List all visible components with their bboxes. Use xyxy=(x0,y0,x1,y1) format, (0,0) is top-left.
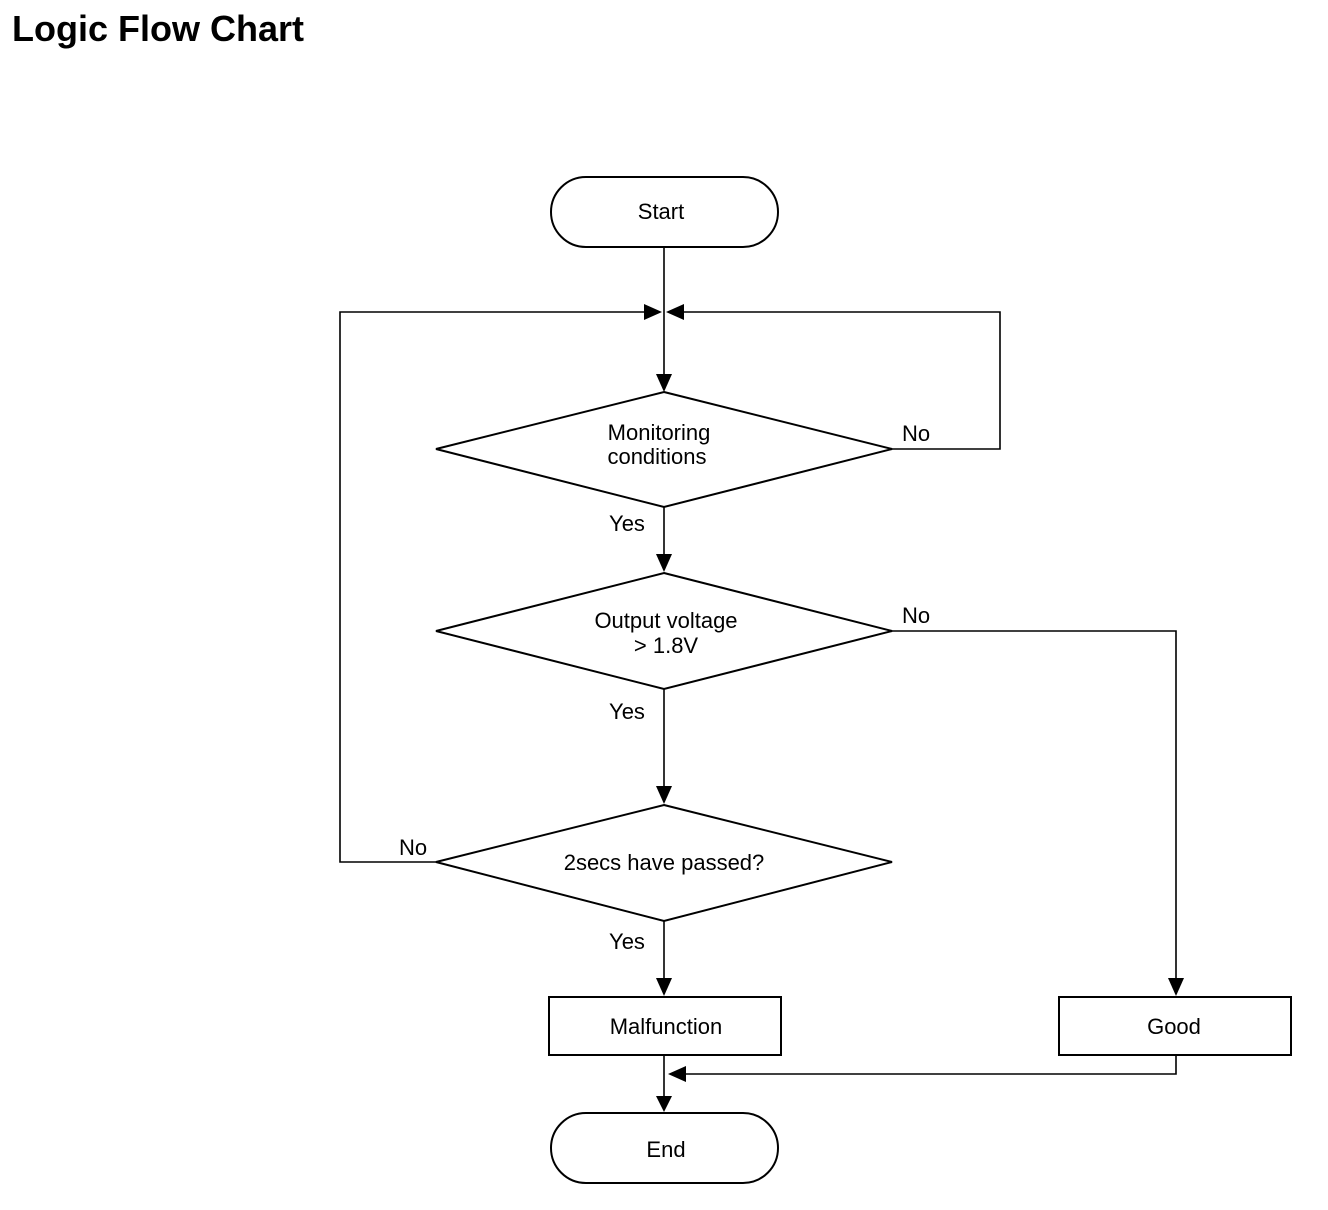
arrowhead-into-end xyxy=(656,1096,672,1112)
arrowhead-into-malfunction xyxy=(656,978,672,996)
page-title: Logic Flow Chart xyxy=(12,8,304,49)
monitoring-label-line2: conditions xyxy=(607,444,706,469)
timer-yes-label: Yes xyxy=(609,929,645,954)
voltage-yes-label: Yes xyxy=(609,699,645,724)
timer-label: 2secs have passed? xyxy=(564,850,765,875)
monitoring-no-label: No xyxy=(902,421,930,446)
end-label: End xyxy=(646,1137,685,1162)
edge-labels: No Yes No Yes No Yes xyxy=(399,421,930,954)
good-box: Good xyxy=(1058,996,1292,1056)
arrowhead-into-voltage xyxy=(656,554,672,572)
connector-voltage-no xyxy=(892,630,1177,980)
good-label: Good xyxy=(1147,1014,1201,1039)
connector-good-to-end xyxy=(684,1055,1177,1075)
start-label: Start xyxy=(638,199,684,224)
voltage-label-line1: Output voltage xyxy=(594,608,737,633)
end-node: End xyxy=(550,1112,779,1184)
voltage-label-line2: > 1.8V xyxy=(634,633,699,658)
arrowhead-into-timer xyxy=(656,786,672,804)
arrowhead-into-good xyxy=(1168,978,1184,996)
voltage-no-label: No xyxy=(902,603,930,628)
monitoring-label-line1: Monitoring xyxy=(608,420,711,445)
arrowhead-good-join xyxy=(668,1066,686,1082)
timer-no-label: No xyxy=(399,835,427,860)
arrowhead-into-monitoring xyxy=(656,374,672,392)
voltage-decision: Output voltage > 1.8V xyxy=(435,571,893,691)
malfunction-label: Malfunction xyxy=(610,1014,723,1039)
malfunction-box: Malfunction xyxy=(548,996,782,1056)
timer-decision: 2secs have passed? xyxy=(435,803,893,923)
connector-monitoring-no-loop xyxy=(682,311,1001,450)
arrowhead-monitoring-no-merge xyxy=(666,304,684,320)
start-node: Start xyxy=(550,176,779,248)
arrowhead-timer-no-merge xyxy=(644,304,662,320)
monitoring-yes-label: Yes xyxy=(609,511,645,536)
connectors xyxy=(339,247,1184,1112)
monitoring-decision: Monitoring conditions xyxy=(435,390,893,509)
connector-timer-no-loop xyxy=(339,311,646,863)
